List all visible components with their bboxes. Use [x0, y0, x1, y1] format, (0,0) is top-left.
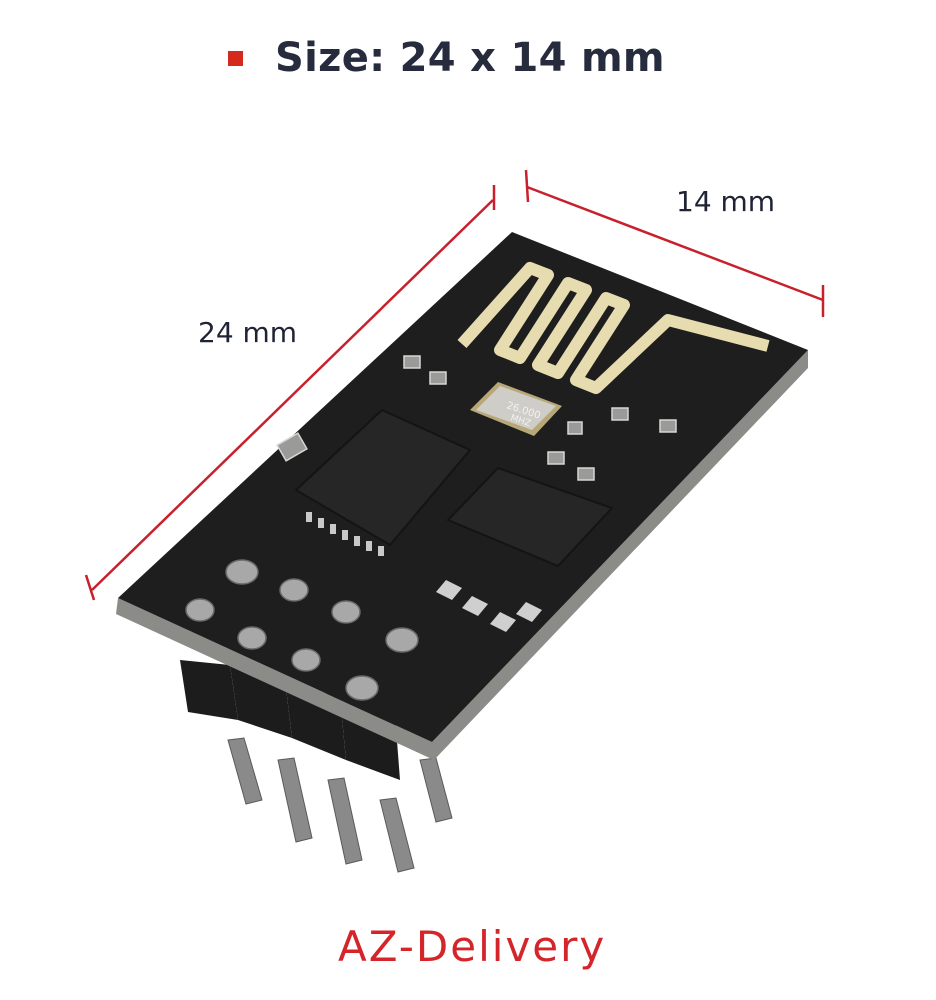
size-header: Size: 24 x 14 mm: [228, 28, 665, 88]
flash-pins: [436, 580, 542, 632]
dimension-line-24mm: [84, 185, 496, 601]
antenna-trace: [457, 262, 770, 394]
smd-components: [276, 355, 677, 481]
red-square-bullet-icon: [228, 50, 243, 66]
width-dimension-label: 14 mm: [676, 185, 776, 218]
chip-pins: [306, 512, 384, 556]
solder-pins: [185, 559, 419, 701]
size-title: Size: 24 x 14 mm: [275, 35, 665, 81]
flash-chip: [446, 466, 614, 568]
pcb-board: [118, 232, 808, 742]
az-delivery-logo: AZ-Delivery: [338, 922, 607, 971]
crystal-oscillator: 26.000 MHZ: [470, 382, 562, 436]
esp8266-chip: [294, 408, 472, 547]
dimension-line-14mm: [524, 169, 825, 317]
length-dimension-label: 24 mm: [198, 316, 298, 349]
